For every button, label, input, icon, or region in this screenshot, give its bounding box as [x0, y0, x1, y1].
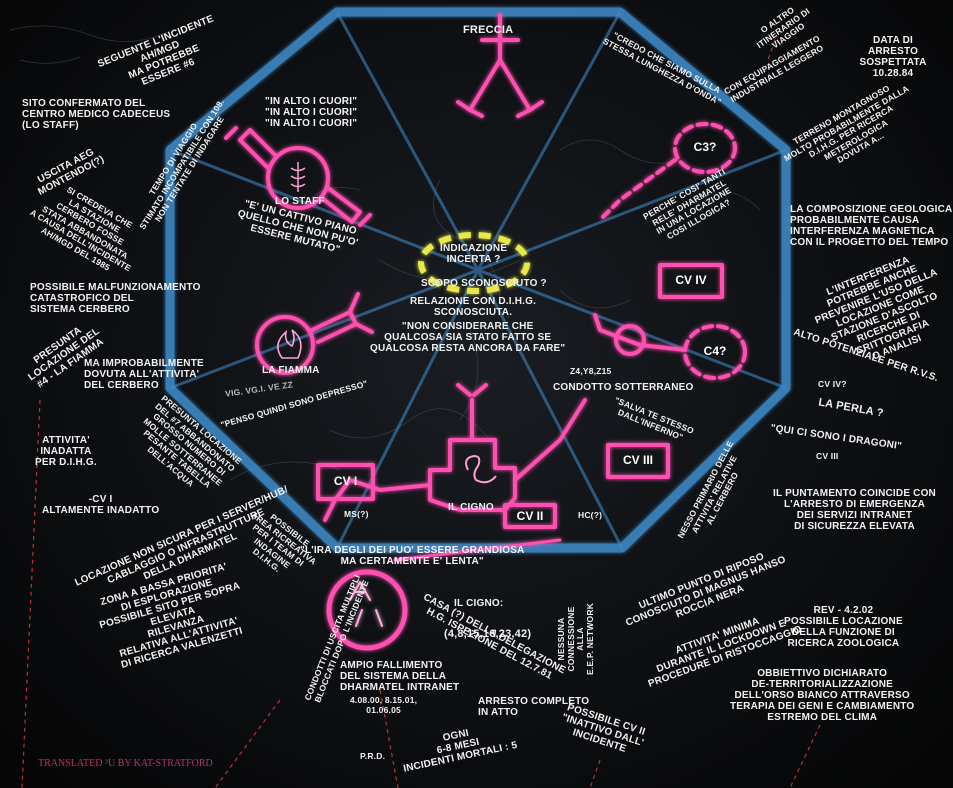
fiamma-label: LA FIAMMA: [262, 365, 320, 376]
cv1-label: CV I: [323, 474, 368, 488]
in-alto-note: "IN ALTO I CUORI" "IN ALTO I CUORI" "IN …: [265, 96, 357, 129]
condotto-note: CONDOTTO SOTTERRANEO: [553, 382, 693, 393]
puntamento-note: IL PUNTAMENTO COINCIDE CON L'ARRESTO DI …: [773, 488, 936, 532]
hc-label: HC(?): [578, 511, 602, 521]
dates-note: 4.08.00, 8.15.01, 01.06.05: [350, 696, 417, 715]
composizione-note: LA COMPOSIZIONE GEOLOGICA PROBABILMENTE …: [790, 204, 952, 248]
rev-note: REV - 4.2.02 POSSIBILE LOCAZIONE DELLA F…: [784, 605, 903, 649]
possibile-malf-note: POSSIBILE MALFUNZIONAMENTO CATASTROFICO …: [30, 282, 201, 315]
indicazione-note: INDICAZIONE INCERTA ?: [440, 243, 507, 265]
sito-note: SITO CONFERMATO DEL CENTRO MEDICO CADECE…: [22, 98, 170, 131]
swan-icon: [466, 456, 496, 482]
z4-note: Z4,Y8,Z15: [570, 367, 612, 377]
cv4q-note: CV IV?: [818, 380, 847, 390]
nessuna-note: NESSUNA CONNESSIONE ALLA E.E.P. NETWORK: [557, 603, 595, 675]
improbabilmente-note: MA IMPROBABILMENTE DOVUTA ALL'ATTIVITA' …: [84, 358, 204, 391]
relazione-note: RELAZIONE CON D.I.H.G. SCONOSCIUTA.: [410, 296, 536, 318]
cigno-code-label: IL CIGNO:: [454, 598, 503, 609]
c4-label: C4?: [694, 344, 736, 358]
ampio-note: AMPIO FALLIMENTO DEL SISTEMA DELLA DHARM…: [340, 660, 459, 693]
cv3-small-note: CV III: [816, 452, 838, 462]
c3-label: C3?: [682, 140, 728, 154]
freccia-label: FRECCIA: [463, 24, 513, 36]
ira-note: "L'IRA DEGLI DEI PUO' ESSERE GRANDIOSA M…: [300, 545, 525, 567]
scopo-note: SCOPO SCONOSCIUTO ?: [421, 278, 547, 289]
translation-credit: TRANSLATED ³U BY KAT-STRATFORD: [38, 758, 213, 769]
cv4-label: CV IV: [662, 273, 720, 287]
cv1-inadatto-note: -CV I ALTAMENTE INADATTO: [42, 494, 159, 516]
cv2-label: CV II: [507, 509, 553, 523]
data-arresto-note: DATA DI ARRESTO SOSPETTATA 10.28.84: [833, 35, 953, 79]
non-considerare-note: "NON CONSIDERARE CHE QUALCOSA SIA STATO …: [370, 321, 565, 354]
prd-note: P.R.D.: [360, 752, 385, 762]
attivita-note: ATTIVITA' INADATTA PER D.I.H.G.: [35, 435, 97, 468]
staff-label: LO STAFF: [275, 196, 325, 207]
ms-label: MS(?): [344, 510, 369, 520]
cv3-label: CV III: [610, 453, 666, 467]
caduceus-icon: [291, 162, 305, 192]
cigno-label: IL CIGNO: [448, 502, 494, 513]
obbiettivo-note: OBBIETTIVO DICHIARATO DE-TERRITORIALIZZA…: [730, 668, 914, 723]
